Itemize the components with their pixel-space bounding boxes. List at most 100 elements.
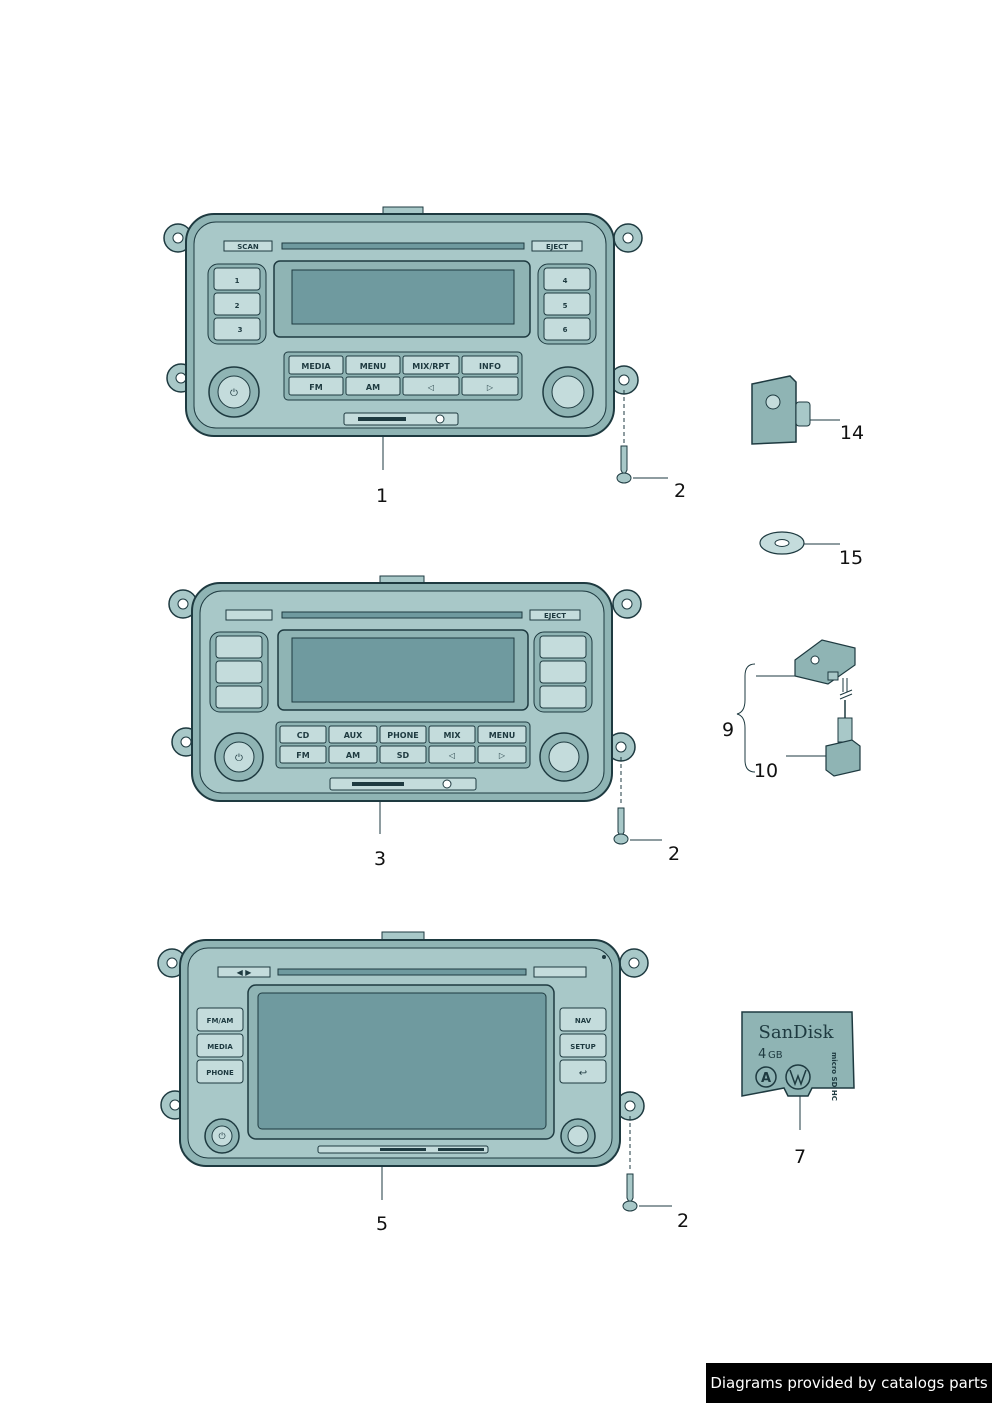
next-label: ▷ bbox=[487, 383, 494, 392]
callout-5: 5 bbox=[376, 1213, 388, 1235]
right-buttons: NAV SETUP ↩ bbox=[559, 1007, 607, 1084]
media-button[interactable] bbox=[196, 1033, 244, 1058]
media-button[interactable] bbox=[288, 355, 344, 375]
next-button[interactable] bbox=[477, 745, 527, 764]
eject-label: EJECT bbox=[544, 612, 566, 620]
preset-4-button[interactable] bbox=[543, 267, 591, 291]
menu-button[interactable] bbox=[477, 725, 527, 744]
radio-unit-2: EJECT CD AUX PHONE MIX MENU FM AM bbox=[168, 575, 642, 802]
setup-label: SETUP bbox=[570, 1043, 595, 1051]
menu-button[interactable] bbox=[345, 355, 401, 375]
am-label: AM bbox=[366, 383, 380, 392]
sd-label: SD bbox=[397, 751, 410, 760]
am-button[interactable] bbox=[345, 376, 401, 396]
seek-arrows-icon: ◀ ▶ bbox=[237, 968, 253, 977]
power-icon: ⏻ bbox=[230, 388, 238, 399]
seek-buttons[interactable] bbox=[217, 966, 271, 978]
prev-label: ◁ bbox=[427, 383, 434, 392]
preset-1-label: 1 bbox=[235, 277, 240, 285]
preset-button[interactable] bbox=[215, 660, 263, 684]
menu-label: MENU bbox=[489, 731, 516, 740]
prev-button[interactable] bbox=[402, 376, 460, 396]
fm-am-label: FM/AM bbox=[207, 1017, 234, 1025]
left-presets: 1 2 3 bbox=[207, 263, 267, 345]
preset-button[interactable] bbox=[539, 660, 587, 684]
preset-2-label: 2 bbox=[235, 302, 240, 310]
info-label: INFO bbox=[479, 362, 501, 371]
screw-2 bbox=[613, 757, 662, 845]
sd-card-part: SanDisk 4 GB A micro SD HC bbox=[741, 1011, 855, 1130]
cd-button[interactable] bbox=[279, 725, 327, 744]
preset-button[interactable] bbox=[539, 635, 587, 659]
phone-button[interactable] bbox=[196, 1059, 244, 1084]
sdcard-brand: SanDisk bbox=[759, 1022, 835, 1043]
nav-label: NAV bbox=[575, 1017, 592, 1025]
media-label: MEDIA bbox=[207, 1043, 233, 1051]
eject-button[interactable] bbox=[531, 240, 583, 252]
aux-label: AUX bbox=[344, 731, 363, 740]
preset-6-button[interactable] bbox=[543, 317, 591, 341]
function-row-2: FM AM SD ◁ ▷ bbox=[279, 745, 527, 764]
sdcard-format: micro SD HC bbox=[830, 1052, 838, 1101]
cd-slot bbox=[281, 242, 525, 250]
preset-5-button[interactable] bbox=[543, 292, 591, 316]
phone-label: PHONE bbox=[206, 1069, 234, 1077]
sd-button[interactable] bbox=[379, 745, 427, 764]
fm-button[interactable] bbox=[279, 745, 327, 764]
fm-label: FM bbox=[296, 751, 309, 760]
preset-button[interactable] bbox=[539, 685, 587, 709]
cd-slot bbox=[281, 611, 523, 619]
preset-3-button[interactable] bbox=[213, 317, 261, 341]
sdcard-grade: A bbox=[761, 1071, 771, 1086]
screw-3 bbox=[622, 1116, 672, 1212]
prev-button[interactable] bbox=[428, 745, 476, 764]
cd-slot bbox=[277, 968, 527, 976]
preset-1-button[interactable] bbox=[213, 267, 261, 291]
sdcard-capacity-unit: GB bbox=[768, 1050, 783, 1061]
eject-button[interactable] bbox=[529, 609, 581, 621]
phone-button[interactable] bbox=[379, 725, 427, 744]
am-button[interactable] bbox=[328, 745, 378, 764]
back-icon: ↩ bbox=[579, 1068, 587, 1079]
callout-15: 15 bbox=[839, 547, 863, 569]
vw-logo-icon bbox=[785, 1064, 811, 1090]
eject-button[interactable] bbox=[533, 966, 587, 978]
preset-button[interactable] bbox=[215, 685, 263, 709]
info-button[interactable] bbox=[461, 355, 519, 375]
callout-1: 1 bbox=[376, 485, 388, 507]
manual-part bbox=[751, 375, 840, 445]
fm-am-button[interactable] bbox=[196, 1007, 244, 1032]
screw-1 bbox=[616, 390, 668, 484]
cd-disc-part bbox=[759, 531, 840, 555]
preset-4-label: 4 bbox=[563, 277, 568, 285]
scan-button[interactable] bbox=[223, 240, 273, 252]
radio-unit-3: ◀ ▶ FM/AM MEDIA PHONE NAV SETUP ↩ ⏻ bbox=[157, 931, 649, 1167]
preset-6-label: 6 bbox=[563, 326, 568, 334]
preset-button[interactable] bbox=[215, 635, 263, 659]
nav-button[interactable] bbox=[559, 1007, 607, 1032]
callout-14: 14 bbox=[840, 422, 864, 444]
mix-rpt-button[interactable] bbox=[402, 355, 460, 375]
vw-logo-icon bbox=[765, 394, 781, 410]
function-row-2: FM AM ◁ ▷ bbox=[288, 376, 519, 396]
preset-5-label: 5 bbox=[563, 302, 568, 310]
back-button[interactable] bbox=[559, 1059, 607, 1084]
callout-2: 2 bbox=[677, 1210, 689, 1232]
aux-button[interactable] bbox=[328, 725, 378, 744]
callout-2: 2 bbox=[668, 843, 680, 865]
fm-button[interactable] bbox=[288, 376, 344, 396]
power-icon: ⏻ bbox=[235, 753, 243, 764]
preset-2-button[interactable] bbox=[213, 292, 261, 316]
cd-label: CD bbox=[297, 731, 310, 740]
left-buttons: FM/AM MEDIA PHONE bbox=[196, 1007, 244, 1084]
footer-credit: Diagrams provided by catalogs parts bbox=[706, 1363, 992, 1403]
preset-indicator-strip bbox=[225, 609, 273, 621]
am-label: AM bbox=[346, 751, 360, 760]
mix-button[interactable] bbox=[428, 725, 476, 744]
menu-label: MENU bbox=[360, 362, 387, 371]
right-presets: 4 5 6 bbox=[537, 263, 597, 345]
setup-button[interactable] bbox=[559, 1033, 607, 1058]
power-icon: ⏻ bbox=[218, 1131, 225, 1142]
next-button[interactable] bbox=[461, 376, 519, 396]
